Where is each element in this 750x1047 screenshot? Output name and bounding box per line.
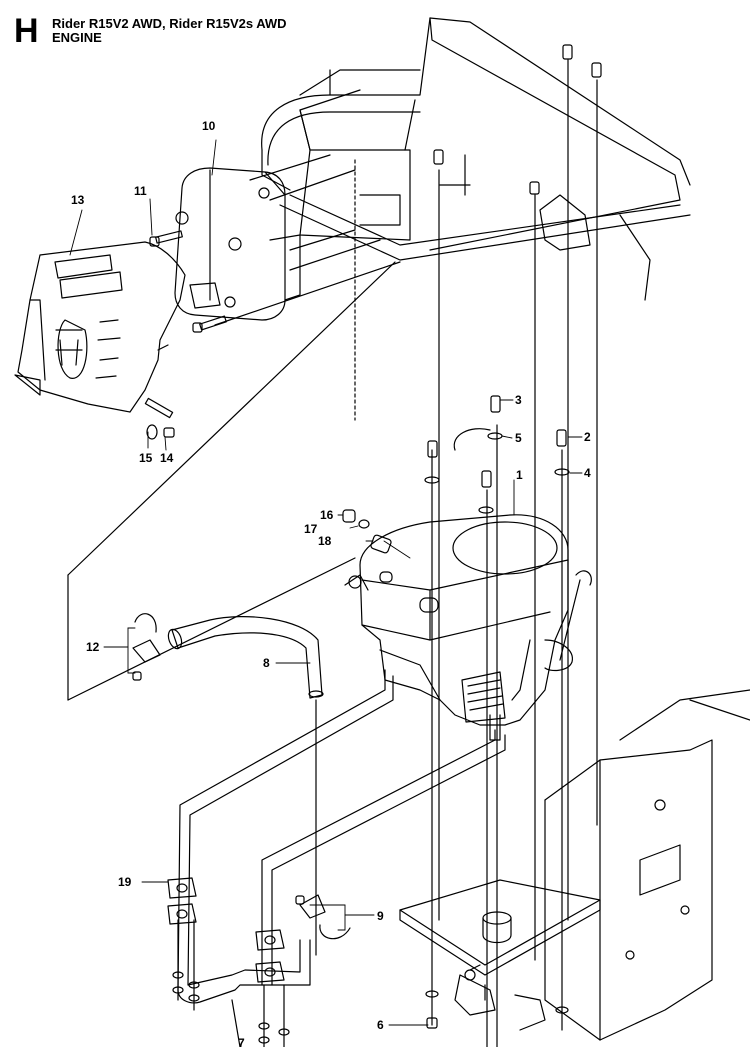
muffler — [174, 167, 301, 321]
callout-1: 1 — [516, 468, 523, 482]
callout-17: 17 — [304, 522, 318, 536]
callout-13: 13 — [71, 193, 85, 207]
callout-12: 12 — [86, 640, 100, 654]
exhaust-manifold — [167, 669, 506, 1047]
diagram-subtitle: ENGINE — [52, 30, 102, 45]
callout-18: 18 — [318, 534, 332, 548]
callout-8: 8 — [263, 656, 270, 670]
alignment-lines — [354, 59, 598, 1047]
callout-11: 11 — [134, 184, 147, 198]
engine-small-parts — [342, 509, 392, 554]
bolts-and-washers — [424, 395, 570, 1029]
muffler-leader-lines — [67, 154, 401, 701]
bolt-muffler — [192, 315, 227, 333]
bolt-14 — [144, 397, 175, 440]
callout-9: 9 — [377, 909, 384, 923]
manifold-nuts — [172, 919, 290, 1047]
callout-6: 6 — [377, 1018, 384, 1032]
frame-bolts — [433, 44, 602, 195]
clamp-9 — [295, 894, 351, 940]
callout-2: 2 — [584, 430, 591, 444]
callout-10: 10 — [202, 119, 216, 133]
lower-chassis — [399, 689, 750, 1041]
callout-15: 15 — [139, 451, 153, 465]
callout-leaders — [69, 139, 583, 1026]
callout-14: 14 — [160, 451, 174, 465]
callout-19: 19 — [118, 875, 132, 889]
exhaust-pipe — [167, 616, 324, 956]
diagram-title: Rider R15V2 AWD, Rider R15V2s AWD — [52, 16, 287, 31]
callout-5: 5 — [515, 431, 522, 445]
callout-4: 4 — [584, 466, 591, 480]
callout-3: 3 — [515, 393, 522, 407]
section-letter: H — [14, 12, 39, 50]
diagram-header: H Rider R15V2 AWD, Rider R15V2s AWD ENGI… — [14, 14, 374, 54]
clamp-12 — [132, 613, 161, 681]
rear-frame — [261, 17, 691, 301]
callout-7: 7 — [238, 1036, 245, 1047]
callout-16: 16 — [320, 508, 334, 522]
bolt-11 — [149, 230, 183, 247]
muffler-guard — [14, 241, 186, 413]
callout-labels: 1 2 3 4 5 6 7 8 9 10 11 12 13 14 15 16 1… — [71, 119, 591, 1047]
